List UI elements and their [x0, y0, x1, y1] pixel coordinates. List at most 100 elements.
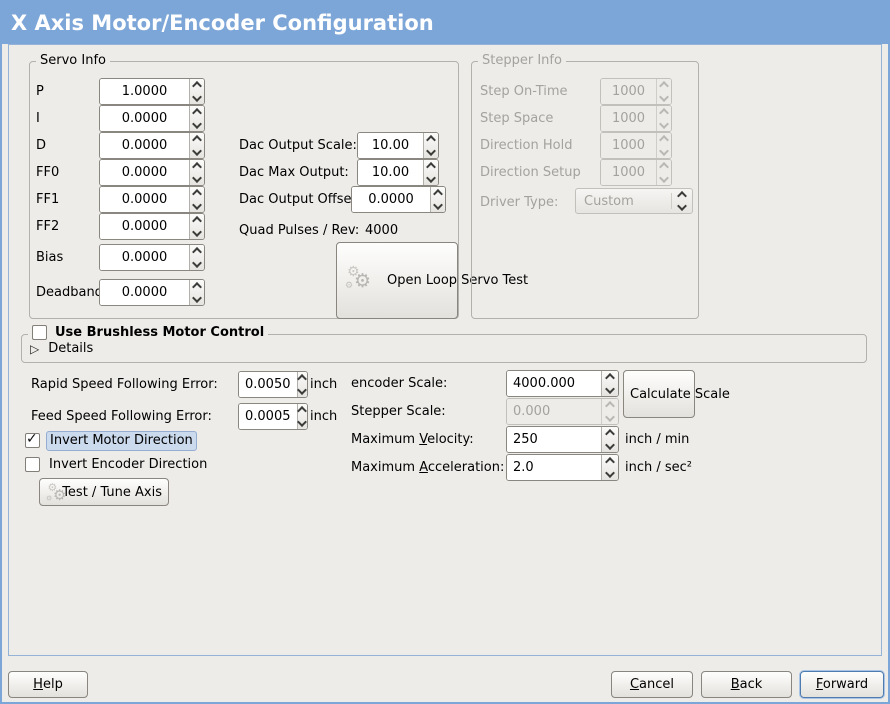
- ff2-input[interactable]: 0.0000: [100, 214, 189, 239]
- stepper-scale-spinbox[interactable]: 0.000: [506, 398, 619, 425]
- spin-down-icon[interactable]: [190, 119, 204, 132]
- maximum-velocity-input[interactable]: 250: [507, 427, 601, 452]
- direction-hold-input[interactable]: 1000: [601, 133, 656, 158]
- spin-down-icon[interactable]: [190, 258, 204, 271]
- maximum-acceleration-input[interactable]: 2.0: [507, 455, 601, 480]
- p-input[interactable]: 1.0000: [100, 79, 189, 104]
- p-spinbox[interactable]: 1.0000: [99, 78, 205, 105]
- step-space-spinbox[interactable]: 1000: [600, 105, 672, 132]
- back-button[interactable]: Back: [701, 671, 792, 698]
- d-spinbox[interactable]: 0.0000: [99, 132, 205, 159]
- i-input[interactable]: 0.0000: [100, 106, 189, 131]
- dac-max-output-spinbox[interactable]: 10.00: [357, 159, 439, 186]
- spin-up-icon[interactable]: [602, 427, 618, 440]
- calculate-scale-button[interactable]: Calculate Scale: [623, 370, 730, 418]
- spin-down-icon[interactable]: [190, 173, 204, 186]
- spin-down-icon[interactable]: [657, 92, 671, 105]
- spin-up-icon[interactable]: [298, 404, 308, 417]
- spin-up-icon[interactable]: [190, 187, 204, 200]
- spin-up-icon[interactable]: [298, 372, 308, 385]
- d-input[interactable]: 0.0000: [100, 133, 189, 158]
- direction-setup-spinbox[interactable]: 1000: [600, 159, 672, 186]
- spin-up-icon[interactable]: [424, 160, 438, 173]
- invert-encoder-label[interactable]: Invert Encoder Direction: [49, 457, 208, 472]
- ff2-spinbox[interactable]: 0.0000: [99, 213, 205, 240]
- spin-up-icon[interactable]: [424, 133, 438, 146]
- dac-max-output-input[interactable]: 10.00: [358, 160, 423, 185]
- direction-hold-spinbox[interactable]: 1000: [600, 132, 672, 159]
- spin-down-icon[interactable]: [431, 200, 445, 213]
- open-loop-servo-test-button[interactable]: ⚙⚙⚙ Open Loop Servo Test: [336, 242, 528, 319]
- spin-up-icon[interactable]: [657, 133, 671, 146]
- driver-type-combobox[interactable]: Custom: [575, 188, 693, 214]
- forward-button[interactable]: Forward: [800, 671, 884, 698]
- use-brushless-checkbox[interactable]: [32, 325, 47, 340]
- stepper-scale-input[interactable]: 0.000: [507, 399, 601, 424]
- spin-down-icon[interactable]: [190, 293, 204, 306]
- help-button[interactable]: Help: [8, 671, 88, 698]
- deadband-spinbox[interactable]: 0.0000: [99, 279, 205, 306]
- spin-up-icon[interactable]: [190, 79, 204, 92]
- spin-down-icon[interactable]: [190, 92, 204, 105]
- spin-up-icon[interactable]: [431, 187, 445, 200]
- direction-setup-input[interactable]: 1000: [601, 160, 656, 185]
- cancel-button[interactable]: Cancel: [611, 671, 693, 698]
- spin-down-icon[interactable]: [190, 227, 204, 240]
- i-spinbox[interactable]: 0.0000: [99, 105, 205, 132]
- dac-output-scale-input[interactable]: 10.00: [358, 133, 423, 158]
- encoder-scale-spinbox[interactable]: 4000.000: [506, 370, 619, 397]
- invert-motor-label[interactable]: Invert Motor Direction: [46, 431, 197, 451]
- spin-down-icon[interactable]: [602, 440, 618, 453]
- invert-motor-checkbox[interactable]: ✓: [25, 431, 40, 448]
- feed-following-error-input[interactable]: 0.0005: [239, 404, 297, 429]
- rapid-following-error-input[interactable]: 0.0050: [239, 372, 297, 397]
- spin-down-icon[interactable]: [657, 119, 671, 132]
- bias-input[interactable]: 0.0000: [100, 245, 189, 270]
- spin-up-icon[interactable]: [190, 133, 204, 146]
- spin-up-icon[interactable]: [602, 371, 618, 384]
- spin-down-icon[interactable]: [424, 146, 438, 159]
- dac-output-scale-spinbox[interactable]: 10.00: [357, 132, 439, 159]
- page-content: Servo Info P I D FF0 FF1 FF2 Bias Deadba…: [8, 44, 882, 656]
- details-expander[interactable]: ▷ Details: [30, 341, 93, 356]
- spin-down-icon[interactable]: [424, 173, 438, 186]
- spin-up-icon[interactable]: [190, 280, 204, 293]
- spin-up-icon[interactable]: [602, 455, 618, 468]
- dac-output-offset-spinbox[interactable]: 0.0000: [351, 186, 446, 213]
- spin-down-icon[interactable]: [657, 173, 671, 186]
- deadband-input[interactable]: 0.0000: [100, 280, 189, 305]
- maximum-velocity-spinbox[interactable]: 250: [506, 426, 619, 453]
- invert-encoder-checkbox[interactable]: [25, 457, 40, 472]
- spin-up-icon[interactable]: [190, 245, 204, 258]
- spin-down-icon[interactable]: [298, 385, 308, 398]
- ff1-spinbox[interactable]: 0.0000: [99, 186, 205, 213]
- spin-up-icon[interactable]: [657, 106, 671, 119]
- direction-setup-label: Direction Setup: [480, 165, 581, 180]
- spin-up-icon[interactable]: [657, 160, 671, 173]
- spin-up-icon[interactable]: [190, 106, 204, 119]
- dac-output-offset-input[interactable]: 0.0000: [352, 187, 430, 212]
- spin-down-icon[interactable]: [657, 146, 671, 159]
- ff1-input[interactable]: 0.0000: [100, 187, 189, 212]
- spin-down-icon[interactable]: [190, 146, 204, 159]
- encoder-scale-input[interactable]: 4000.000: [507, 371, 601, 396]
- ff0-input[interactable]: 0.0000: [100, 160, 189, 185]
- ff0-spinbox[interactable]: 0.0000: [99, 159, 205, 186]
- bias-spinbox[interactable]: 0.0000: [99, 244, 205, 271]
- spin-down-icon[interactable]: [602, 384, 618, 397]
- spin-up-icon[interactable]: [190, 160, 204, 173]
- spin-down-icon[interactable]: [298, 417, 308, 430]
- step-on-time-input[interactable]: 1000: [601, 79, 656, 104]
- spin-up-icon[interactable]: [190, 214, 204, 227]
- spin-down-icon[interactable]: [602, 412, 618, 425]
- spin-down-icon[interactable]: [602, 468, 618, 481]
- rapid-following-error-spinbox[interactable]: 0.0050: [238, 371, 308, 398]
- step-on-time-spinbox[interactable]: 1000: [600, 78, 672, 105]
- spin-up-icon[interactable]: [657, 79, 671, 92]
- step-space-input[interactable]: 1000: [601, 106, 656, 131]
- maximum-acceleration-spinbox[interactable]: 2.0: [506, 454, 619, 481]
- spin-up-icon[interactable]: [602, 399, 618, 412]
- test-tune-axis-button[interactable]: ⚙⚙⚙ Test / Tune Axis: [39, 478, 169, 506]
- spin-down-icon[interactable]: [190, 200, 204, 213]
- feed-following-error-spinbox[interactable]: 0.0005: [238, 403, 308, 430]
